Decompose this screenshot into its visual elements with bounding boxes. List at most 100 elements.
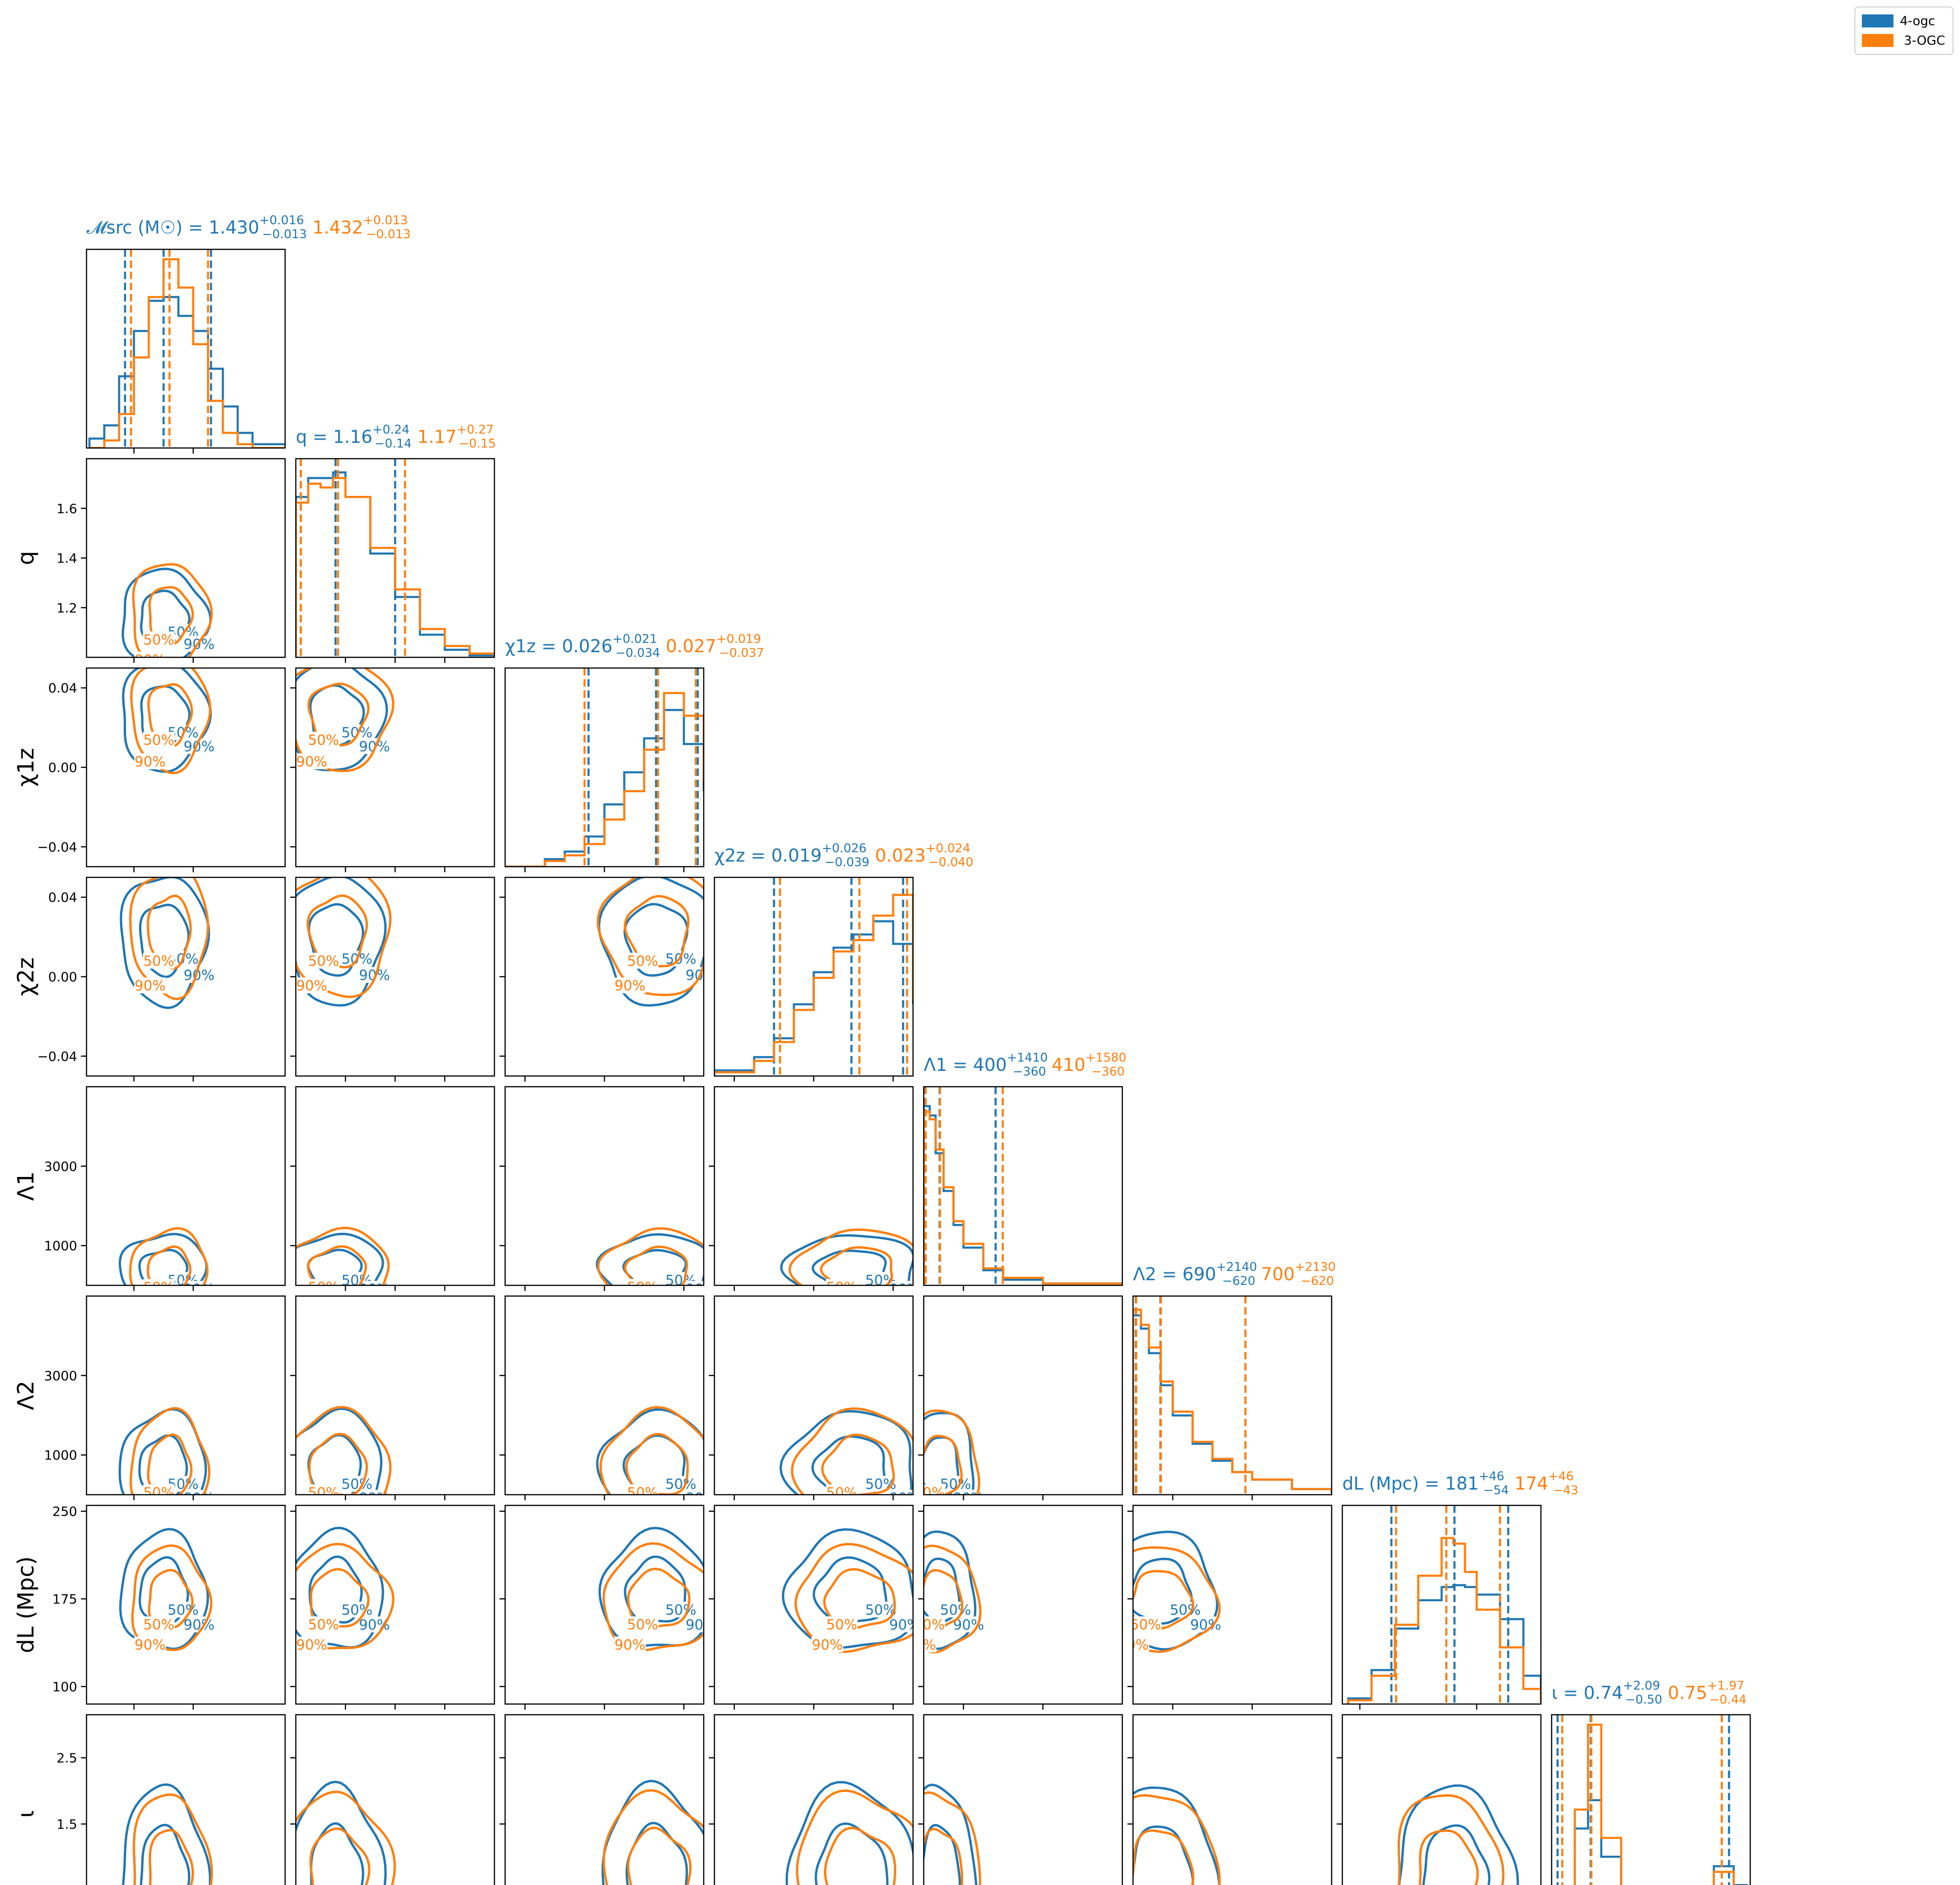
contour-label-bg: [614, 1636, 646, 1652]
contour-label: 90%: [184, 1491, 215, 1507]
contour-50%-4-ogc: [139, 1556, 189, 1624]
panel-title: 𝓜src (M☉) = 1.430+0.016−0.013 1.432+0.01…: [87, 214, 411, 241]
title-median-4-ogc: ι = 0.74: [1552, 1683, 1623, 1703]
contour-label-bg: [614, 1506, 646, 1522]
title-minus-3-ogc: −0.44: [1709, 1693, 1747, 1707]
title-minus-4-ogc: −0.013: [262, 227, 307, 241]
histogram-4-ogc: [714, 920, 913, 1076]
panel-lambda1-chi1z: 50%90%50%90%: [500, 1086, 705, 1291]
contour-50%-3-OGC: [147, 895, 192, 970]
panel-frame: [713, 1714, 914, 1885]
contour-50%-3-OGC: [148, 586, 194, 646]
contour-label-bg: [183, 1616, 215, 1632]
contour-label: 90%: [812, 1637, 843, 1653]
contour-label: 50%: [627, 953, 658, 969]
contour-90%-3-OGC: [924, 1544, 982, 1654]
y-axis-label-chi2z: χ2z: [13, 957, 39, 996]
contour-label-bg: [614, 977, 646, 994]
contour-label: 90%: [296, 978, 327, 994]
panel-dl-chi2z: 50%90%50%90%: [709, 1504, 914, 1710]
title-plus-3-ogc: +46: [1548, 1470, 1574, 1484]
panel-content: 50%90%50%90%: [296, 1526, 395, 1653]
contour-label-bg: [307, 953, 340, 969]
histogram-3-OGC: [1133, 1309, 1332, 1495]
contour-label: 90%: [614, 1637, 646, 1653]
title-plus-3-ogc: +1.97: [1707, 1679, 1745, 1693]
panel-iota-mc: 50%90%50%90%1.421.440.51.52.5: [56, 1714, 286, 1885]
contour-label-bg: [889, 1281, 913, 1285]
contour-90%-3-OGC: [296, 1791, 396, 1885]
panel-q-q: q = 1.16+0.24−0.14 1.17+0.27−0.15: [295, 423, 496, 663]
contour-90%-3-OGC: [131, 1544, 213, 1651]
contour-90%-4-ogc: [601, 1779, 704, 1885]
contour-50%-3-OGC: [824, 1826, 897, 1885]
contour-50%-3-OGC: [627, 1826, 692, 1885]
panel-iota-iota: ι = 0.74+2.09−0.50 0.75+1.97−0.44123: [1551, 1679, 1751, 1885]
panel-content: 50%90%50%90%: [924, 1784, 981, 1885]
contour-label: 90%: [296, 754, 327, 770]
panel-content: [505, 668, 704, 867]
contour-label: 50%: [665, 1602, 696, 1618]
contour-90%-4-ogc: [785, 1781, 913, 1885]
contour-90%-4-ogc: [296, 1407, 383, 1495]
contour-label-bg: [905, 1506, 936, 1522]
y-axis-label-iota: ι: [13, 1810, 39, 1818]
panel-lambda2-chi1z: 50%90%50%90%: [500, 1295, 705, 1522]
contour-50%-3-OGC: [924, 1828, 963, 1885]
histogram-4-ogc: [1347, 1584, 1541, 1704]
contour-90%-4-ogc: [122, 668, 212, 773]
panel-content: 50%90%50%90%: [122, 1783, 213, 1885]
y-tick-label: 1.6: [56, 501, 77, 516]
contour-50%-4-ogc: [138, 1434, 188, 1495]
panel-frame: [86, 1086, 286, 1286]
panel-lambda2-lambda2: Λ2 = 690+2140−620 700+2130−620: [1132, 1260, 1336, 1500]
y-tick-label: 0.04: [48, 681, 77, 696]
contour-label: 50%: [914, 1485, 945, 1501]
y-tick-label: 0.04: [48, 890, 77, 905]
histogram-3-OGC: [505, 692, 704, 867]
contour-90%-3-OGC: [597, 1227, 704, 1285]
legend-swatch-3-ogc: [1861, 34, 1893, 47]
panel-frame: [86, 1714, 286, 1885]
panel-content: 50%90%50%90%: [121, 563, 215, 657]
contour-90%-4-ogc: [779, 1410, 913, 1495]
contour-label-bg: [134, 753, 166, 769]
histogram-3-OGC: [89, 258, 285, 448]
contour-label: 50%: [143, 732, 174, 749]
panel-content: 50%90%50%90%: [598, 1526, 704, 1653]
y-tick-label: 0.5: [56, 1883, 77, 1885]
contour-50%-3-OGC: [924, 1569, 964, 1630]
panel-title: q = 1.16+0.24−0.14 1.17+0.27−0.15: [296, 423, 496, 451]
title-median-4-ogc: χ1z = 0.026: [505, 636, 613, 656]
contour-label: 90%: [359, 1491, 390, 1507]
contour-label-bg: [953, 1490, 985, 1495]
panel-content: [1133, 1296, 1332, 1495]
panel-chi1z-mc: 50%90%50%90%−0.040.000.04: [37, 667, 286, 872]
contour-50%-3-OGC: [627, 1567, 691, 1629]
contour-50%-3-OGC: [148, 1569, 194, 1629]
contour-label: 90%: [134, 1294, 166, 1310]
contour-label: 90%: [812, 1294, 843, 1310]
title-minus-4-ogc: −620: [1222, 1274, 1255, 1288]
contour-90%-3-OGC: [296, 1226, 390, 1285]
contour-90%-4-ogc: [296, 1780, 387, 1885]
contour-50%-3-OGC: [823, 1568, 896, 1630]
contour-label-bg: [296, 753, 328, 769]
contour-90%-3-OGC: [296, 1406, 392, 1495]
histogram-3-OGC: [1347, 1537, 1541, 1704]
panel-dl-lambda2: 50%90%50%90%: [1127, 1504, 1333, 1710]
y-tick-label: 100: [53, 1679, 77, 1694]
legend-label-3-ogc: 3-OGC: [1900, 33, 1945, 48]
title-plus-4-ogc: +1410: [1007, 1051, 1048, 1065]
contour-label-bg: [627, 1616, 659, 1632]
contour-90%-4-ogc: [119, 1233, 208, 1285]
contour-label-bg: [296, 1636, 328, 1652]
y-tick-label: 1.2: [56, 600, 77, 615]
title-median-3-ogc: 410: [1046, 1055, 1086, 1075]
contour-label: 90%: [134, 754, 166, 770]
contour-50%-4-ogc: [624, 1555, 687, 1623]
y-axis-label-lambda1: Λ1: [13, 1171, 39, 1201]
panel-title: Λ2 = 690+2140−620 700+2130−620: [1133, 1260, 1336, 1288]
